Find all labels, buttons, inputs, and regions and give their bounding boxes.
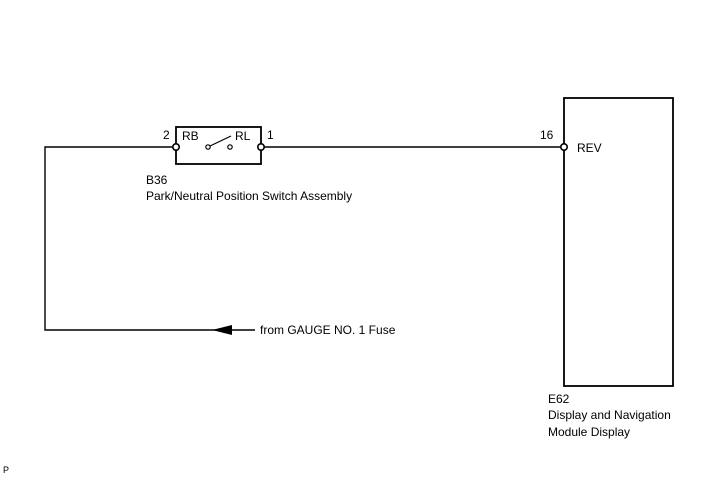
switch-pin-right-name: RL (235, 129, 251, 143)
module-pin-name: REV (577, 141, 602, 155)
switch-pin-left-number: 2 (163, 128, 170, 142)
terminal-pin-2 (172, 143, 181, 152)
switch-pin-left-name: RB (182, 129, 199, 143)
switch-connector-id: B36 (146, 173, 168, 187)
module-pin-number: 16 (540, 128, 554, 142)
terminal-pin-1 (256, 143, 265, 152)
footer-mark: P (3, 465, 9, 475)
module-name-line1: Display and Navigation (548, 408, 671, 422)
module-connector-id: E62 (548, 392, 570, 406)
arrow-left-icon (212, 325, 232, 335)
switch-contact-left (205, 144, 211, 150)
switch-blade (209, 135, 232, 147)
wire-fuse-feed (44, 146, 255, 331)
fuse-feed-label: from GAUGE NO. 1 Fuse (260, 323, 396, 337)
terminal-pin-16 (559, 143, 568, 152)
module-name-line2: Module Display (548, 425, 630, 439)
switch-name: Park/Neutral Position Switch Assembly (146, 189, 352, 203)
switch-contact-right (227, 144, 233, 150)
module-box (563, 97, 674, 387)
switch-pin-right-number: 1 (267, 128, 274, 142)
